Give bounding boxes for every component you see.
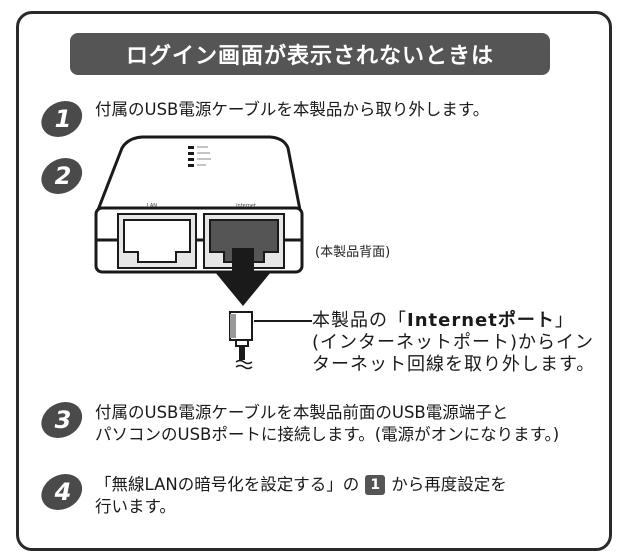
step-3-line-2: パソコンのUSBポートに接続します。(電源がオンになります。) — [95, 425, 560, 444]
callout-line-1-prefix: 本製品の「 — [312, 310, 407, 331]
arrow-down-icon — [215, 248, 271, 306]
step-4-line-1-b: から再度設定を — [391, 475, 507, 494]
section-title: ログイン画面が表示されないときは — [70, 33, 550, 75]
callout-line-1: 本製品の「Internetポート」 — [312, 310, 595, 332]
step-2-badge-icon: 2 — [40, 156, 84, 196]
step-3-line-1: 付属のUSB電源ケーブルを本製品前面のUSB電源端子と — [95, 403, 509, 422]
instruction-panel — [16, 11, 612, 551]
step-1-badge-icon: 1 — [40, 99, 84, 139]
step-4-line-1: 「無線LANの暗号化を設定する」の 1 から再度設定を — [95, 474, 507, 496]
lan-port-icon — [117, 213, 197, 269]
step-4-number: 4 — [54, 478, 72, 506]
port-label-internet: Internet — [236, 203, 256, 209]
internet-port-icon — [203, 213, 285, 269]
step-4-line-2: 行います。 — [95, 497, 176, 516]
step-1-text: 付属のUSB電源ケーブルを本製品から取り外します。 — [95, 100, 490, 119]
device-illustration: LAN Internet — [94, 135, 312, 370]
status-led-icons — [188, 146, 211, 167]
step-2-number: 2 — [55, 162, 72, 190]
step-4-text: 「無線LANの暗号化を設定する」の 1 から再度設定を 行います。 — [95, 474, 507, 518]
step-4-badge-icon: 4 — [40, 472, 84, 512]
step-3-badge-icon: 3 — [40, 400, 84, 440]
device-caption: (本製品背面) — [315, 245, 391, 260]
step-4-line-1-a: 「無線LANの暗号化を設定する」の — [95, 475, 360, 494]
callout-line-2: (インターネットポート)からイン — [312, 332, 595, 353]
cable-plug-icon — [229, 311, 253, 370]
callout-text: 本製品の「Internetポート」 (インターネットポート)からイン ターネット… — [312, 310, 595, 376]
port-label-lan: LAN — [147, 203, 157, 209]
callout-line-3: ターネット回線を取り外します。 — [312, 354, 596, 375]
step-1-number: 1 — [55, 105, 72, 133]
step-ref-badge: 1 — [365, 475, 386, 495]
step-3-number: 3 — [55, 406, 72, 434]
callout-line-1-bold: Internetポート — [407, 310, 555, 331]
callout-line-1-suffix: 」 — [554, 310, 574, 331]
step-3-text: 付属のUSB電源ケーブルを本製品前面のUSB電源端子と パソコンのUSBポートに… — [95, 402, 559, 446]
